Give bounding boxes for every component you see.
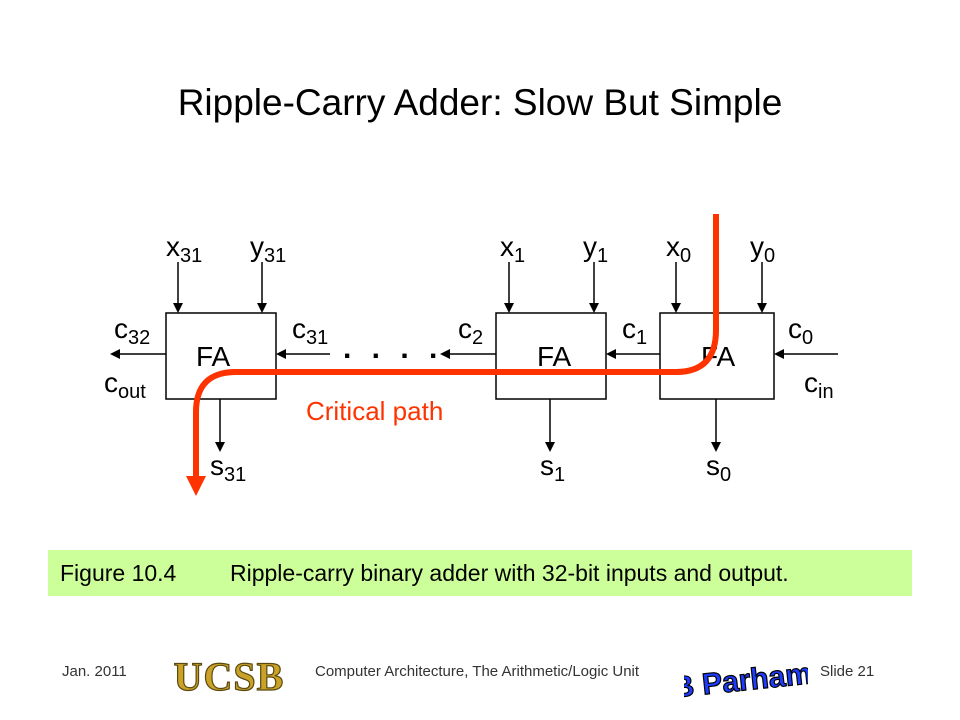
b-parhami-logo: B Parhami — [684, 656, 808, 704]
slide-title: Ripple-Carry Adder: Slow But Simple — [177, 82, 783, 123]
footer-slide-number: Slide 21 — [820, 663, 875, 680]
c31-label: c31 — [292, 313, 328, 349]
s31-label: s31 — [210, 450, 246, 486]
critical-path-label: Critical path — [306, 396, 443, 426]
x0-label: x0 — [666, 231, 691, 267]
critical-path-arrowhead — [186, 476, 206, 496]
x1-label: x1 — [500, 231, 525, 267]
cout-label: cout — [104, 367, 146, 403]
figure-caption-text: Ripple-carry binary adder with 32-bit in… — [230, 560, 789, 586]
c1-label: c1 — [622, 313, 647, 349]
ucsb-logo: UCSB — [173, 654, 285, 698]
critical-path-line — [193, 214, 719, 478]
fa-block-1 — [495, 312, 607, 400]
s0-label: s0 — [706, 450, 731, 486]
x31-label: x31 — [166, 231, 202, 267]
y31-label: y31 — [250, 231, 286, 267]
figure-caption: Figure 10.4 Ripple-carry binary adder wi… — [48, 550, 912, 596]
ucsb-logo-text: UCSB — [174, 654, 285, 698]
ellipsis: . . . . — [343, 332, 443, 365]
figure-number: Figure 10.4 — [60, 560, 177, 586]
fa-block-31 — [165, 312, 277, 400]
footer-date: Jan. 2011 — [62, 663, 127, 680]
cin-label: cin — [804, 367, 834, 403]
y0-label: y0 — [750, 231, 775, 267]
fa-label-1: FA — [537, 341, 572, 372]
footer-course: Computer Architecture, The Arithmetic/Lo… — [315, 663, 640, 680]
c0-label: c0 — [788, 313, 813, 349]
s1-label: s1 — [540, 450, 565, 486]
y1-label: y1 — [583, 231, 608, 267]
b-parhami-logo-text: B Parhami — [684, 656, 808, 704]
c2-label: c2 — [458, 313, 483, 349]
c32-label: c32 — [114, 313, 150, 349]
fa-label-31: FA — [196, 341, 231, 372]
